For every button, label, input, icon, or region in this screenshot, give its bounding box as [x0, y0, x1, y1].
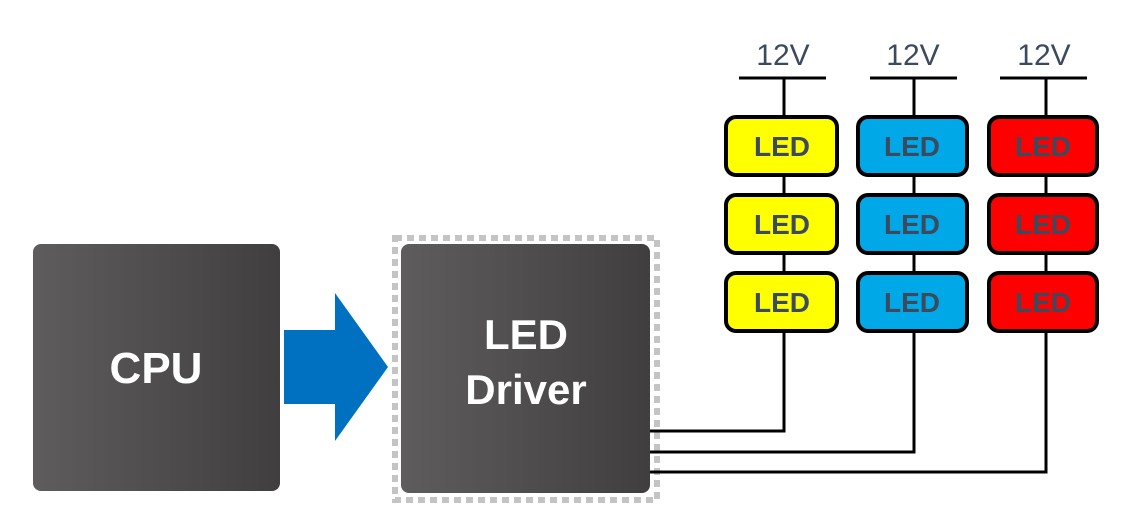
wire-string-2	[650, 330, 916, 454]
cpu-label: CPU	[110, 344, 203, 393]
led-1-2	[724, 193, 839, 255]
led-string-3: 12V LED LED LED	[987, 39, 1099, 333]
led-1-3-label: LED	[754, 287, 810, 318]
led-2-1-label: LED	[884, 131, 940, 162]
led-2-2-label: LED	[884, 209, 940, 240]
driver-label-line1: LED	[484, 311, 568, 358]
led-1-1-label: LED	[754, 131, 810, 162]
led-2-1	[856, 115, 969, 177]
led-string-2: 12V LED LED LED	[856, 39, 969, 333]
led-3-1	[987, 115, 1099, 177]
supply-label-1: 12V	[756, 39, 809, 72]
led-driver-block: LED Driver	[401, 244, 650, 493]
led-2-3-label: LED	[884, 287, 940, 318]
supply-label-2: 12V	[886, 39, 939, 72]
cpu-block: CPU	[33, 244, 280, 491]
led-2-3	[856, 271, 969, 333]
wire-string-3	[650, 330, 1048, 474]
led-string-1: 12V LED LED LED	[724, 39, 839, 333]
data-flow-arrow	[284, 293, 388, 441]
led-3-3	[987, 271, 1099, 333]
led-3-1-label: LED	[1015, 131, 1071, 162]
driver-wires	[650, 330, 1048, 474]
led-3-2-label: LED	[1015, 209, 1071, 240]
led-3-2	[987, 193, 1099, 255]
wire-string-1	[650, 330, 786, 433]
led-3-3-label: LED	[1015, 287, 1071, 318]
led-2-2	[856, 193, 969, 255]
driver-label-line2: Driver	[465, 366, 586, 413]
supply-label-3: 12V	[1017, 39, 1070, 72]
driver-pins	[392, 235, 660, 503]
led-1-2-label: LED	[754, 209, 810, 240]
led-1-3	[724, 271, 839, 333]
led-1-1	[724, 115, 839, 177]
